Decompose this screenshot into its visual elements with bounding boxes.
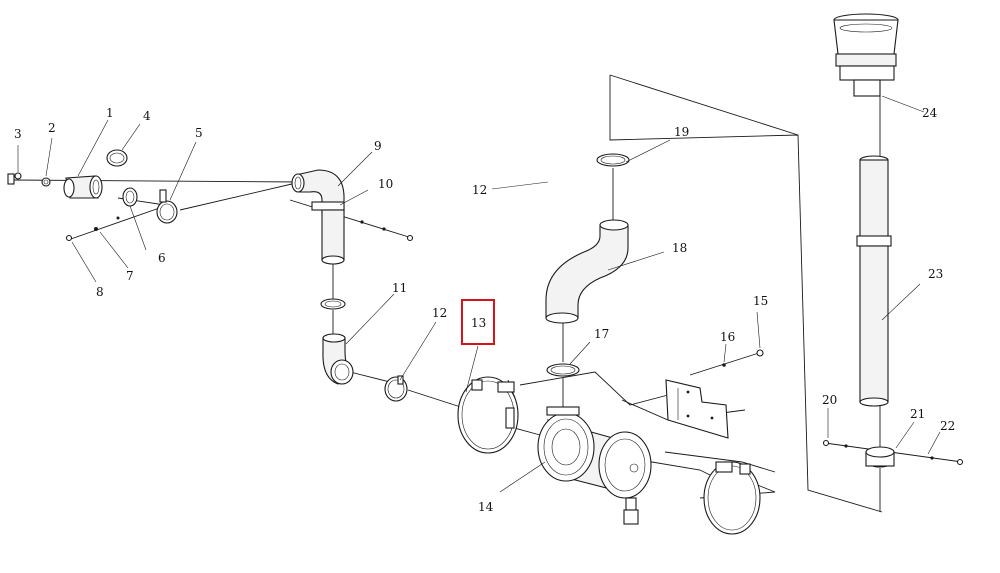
leader-lines [17,95,941,493]
part-1-elbow-tube [63,175,103,199]
label-part-1: 1 [106,106,114,120]
label-part-19: 19 [674,125,689,139]
label-part-14: 14 [478,500,494,514]
label-part-15: 15 [753,294,768,308]
part-23-intake-tube [856,155,892,407]
part-19-hose-clamp [596,153,630,167]
part-14-air-cleaner-body [537,406,652,525]
label-part-7: 7 [126,269,134,283]
mounting-bracket-plate [665,379,729,439]
label-part-10: 10 [378,177,393,191]
part-15-16-bolt [722,349,764,367]
label-part-11: 11 [392,281,407,295]
label-part-20: 20 [822,393,837,407]
label-part-6: 6 [158,251,166,265]
label-part-17: 17 [594,327,609,341]
label-part-22: 22 [940,419,955,433]
label-part-16: 16 [720,330,735,344]
label-part-8: 8 [96,285,104,299]
label-part-3: 3 [14,127,22,141]
part-6-ring [122,187,138,207]
label-part-23: 23 [928,267,943,281]
label-part-5: 5 [195,126,203,140]
label-part-12-clamp: 12 [432,306,447,320]
label-part-13: 13 [471,316,486,330]
part-2-nut [41,177,51,187]
label-part-18: 18 [672,241,687,255]
part-12-hose-clamp [384,375,408,402]
part-5-hose-clamp [156,189,178,224]
part-4-hose-clamp [106,149,128,167]
part-13-band-clamp [457,376,519,454]
pipe-clamp-upper [320,298,346,310]
band-clamp-right [703,461,761,535]
label-part-4: 4 [143,109,151,123]
part-10-bracket-pipe [311,201,414,265]
label-part-9: 9 [374,139,382,153]
label-part-24: 24 [922,106,938,120]
label-part-21: 21 [910,407,925,421]
part-7-8-bolts [65,216,120,242]
part-21-tube-clamp [865,446,895,468]
part-3-bolt [7,172,22,185]
label-part-12-frame: 12 [472,183,487,197]
part-number-labels: 3 2 1 4 5 6 7 8 9 10 11 12 12 13 14 15 1… [14,106,955,514]
part-24-precleaner-cap [833,13,899,97]
part-18-s-pipe [545,219,629,324]
part-20-22-bolts [822,439,964,466]
highlight-box-part-13 [461,299,495,345]
part-17-hose-clamp [546,363,580,377]
part-11-elbow-pipe [322,333,354,385]
label-part-2: 2 [48,121,56,135]
